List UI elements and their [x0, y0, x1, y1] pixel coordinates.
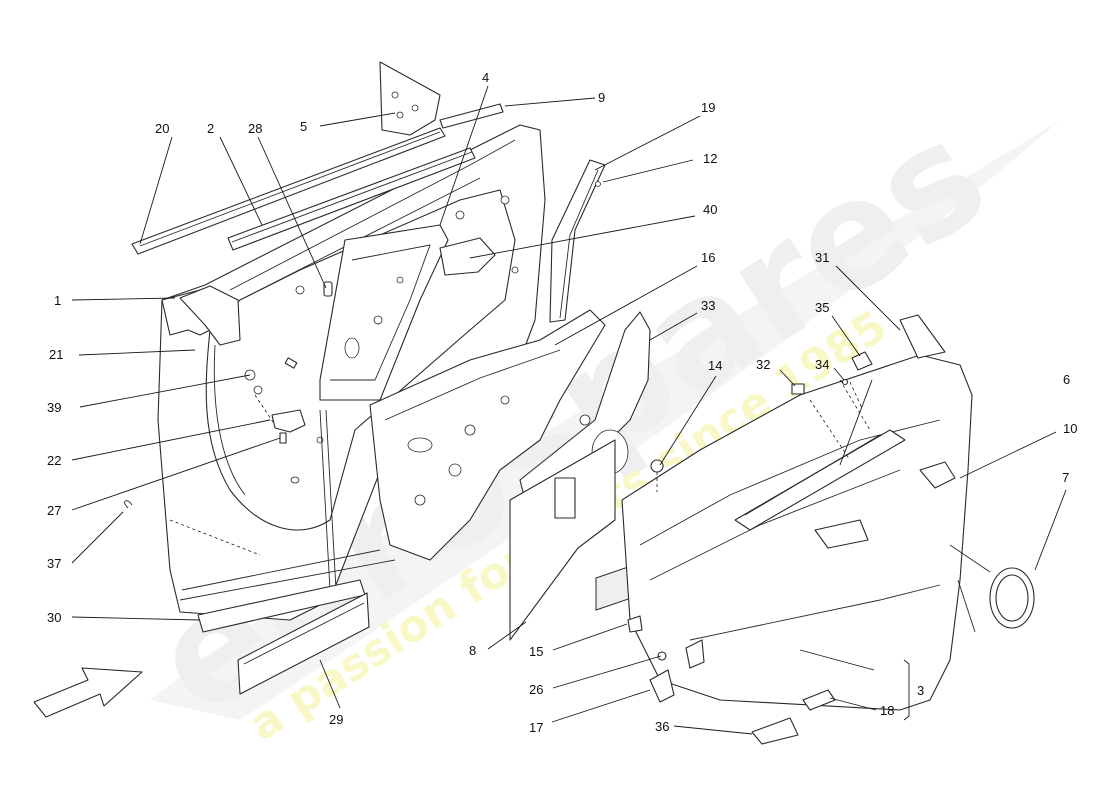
- callout-36: 36: [655, 719, 669, 734]
- callout-19: 19: [701, 100, 715, 115]
- callout-5: 5: [300, 119, 307, 134]
- window-regulator: [319, 224, 449, 591]
- sill-plate-29: [237, 592, 370, 695]
- callout-27: 27: [47, 503, 61, 518]
- callout-12: 12: [703, 151, 717, 166]
- sound-insulation-8: [509, 439, 641, 641]
- callout-20: 20: [155, 121, 169, 136]
- screw-26: [657, 651, 667, 661]
- callout-7: 7: [1062, 470, 1069, 485]
- callout-16: 16: [701, 250, 715, 265]
- callout-26: 26: [529, 682, 543, 697]
- callout-2: 2: [207, 121, 214, 136]
- clip-37: [124, 500, 133, 509]
- callout-37: 37: [47, 556, 61, 571]
- window-seals: [131, 103, 504, 255]
- callout-6: 6: [1063, 372, 1070, 387]
- speaker-ring-7: [949, 544, 1035, 633]
- inner-panel-16: [369, 309, 606, 561]
- clip-35: [851, 351, 873, 371]
- leader-lines: [71, 85, 1067, 735]
- callout-28: 28: [248, 121, 262, 136]
- callout-30: 30: [47, 610, 61, 625]
- callout-29: 29: [329, 712, 343, 727]
- callout-9: 9: [598, 90, 605, 105]
- triangle-cover-31: [899, 314, 946, 359]
- direction-arrow: [33, 667, 143, 718]
- callout-10: 10: [1063, 421, 1077, 436]
- callout-4: 4: [482, 70, 489, 85]
- bracket-36: [751, 717, 799, 745]
- callout-15: 15: [529, 644, 543, 659]
- callout-22: 22: [47, 453, 61, 468]
- clip-32: [791, 383, 805, 395]
- callout-39: 39: [47, 400, 61, 415]
- lamp-18: [802, 689, 836, 711]
- callout-34: 34: [815, 357, 829, 372]
- callout-40: 40: [703, 202, 717, 217]
- bracket-40: [439, 237, 496, 276]
- callout-35: 35: [815, 300, 829, 315]
- bracket-17: [649, 669, 675, 703]
- callout-21: 21: [49, 347, 63, 362]
- screw-34: [841, 378, 849, 386]
- door-trim-3: [621, 354, 973, 711]
- callout-31: 31: [815, 250, 829, 265]
- clip-15: [627, 615, 643, 633]
- callout-14: 14: [708, 358, 722, 373]
- mirror-sail: [379, 61, 441, 136]
- callout-3: 3: [917, 683, 924, 698]
- clip-15b: [685, 639, 705, 669]
- callout-32: 32: [756, 357, 770, 372]
- callouts: 1 2 3 4 5 6 7 8 9 10 12 14 15 16 17 18 1…: [47, 70, 1077, 735]
- sill-plate-29-inner: [243, 602, 365, 665]
- callout-1: 1: [54, 293, 61, 308]
- group-bracket-3: [903, 659, 910, 721]
- callout-8: 8: [469, 643, 476, 658]
- callout-17: 17: [529, 720, 543, 735]
- callout-18: 18: [880, 703, 894, 718]
- callout-33: 33: [701, 298, 715, 313]
